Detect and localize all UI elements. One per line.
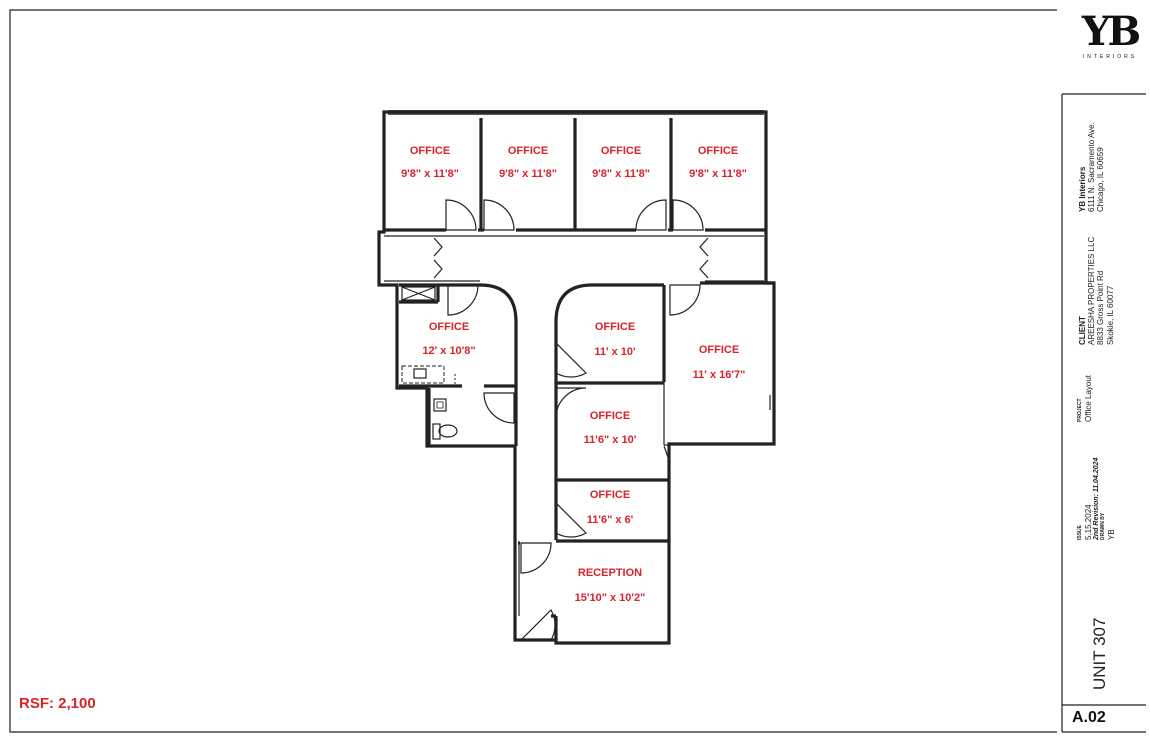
project-block: PROJECT Office Layout — [1077, 375, 1093, 422]
room-size: 9'8" x 11'8" — [401, 168, 459, 180]
room-size: 12' x 10'8" — [422, 345, 475, 357]
room-name: OFFICE — [429, 321, 469, 333]
logo-mark: YB — [1081, 8, 1141, 55]
center-column-wall — [554, 283, 664, 540]
logo: YB INTERIORS — [1074, 8, 1146, 61]
logo-subtitle: INTERIORS — [1082, 54, 1138, 60]
room-name: OFFICE — [699, 344, 739, 356]
room-size: 11'6" x 10' — [584, 434, 637, 446]
counter — [401, 365, 445, 384]
room-name: OFFICE — [508, 145, 548, 157]
room-size: 11' x 10' — [594, 346, 636, 358]
bifold-doors — [433, 237, 709, 279]
client-name: AREESHA PROPERTIES LLC — [1087, 236, 1097, 345]
room-name: OFFICE — [590, 410, 630, 422]
room-name: OFFICE — [601, 145, 641, 157]
lavatory-basin — [436, 401, 444, 409]
corridor-lines — [384, 235, 764, 282]
firm-name: YB Interiors — [1078, 166, 1087, 212]
room-size: 9'8" x 11'8" — [689, 168, 747, 180]
room-labels: OFFICE 9'8" x 11'8" OFFICE 9'8" x 11'8" … — [401, 145, 747, 604]
room-name: OFFICE — [590, 489, 630, 501]
room-size: 15'10" x 10'2" — [575, 592, 646, 604]
sheet-border — [9, 9, 1057, 733]
toilet-tank-icon — [432, 423, 441, 440]
left-office-wall — [399, 283, 518, 446]
client-address-2: Skokie, IL 60077 — [1105, 285, 1115, 345]
client-block: CLIENT AREESHA PROPERTIES LLC 8833 Gross… — [1078, 237, 1115, 345]
room-size: 9'8" x 11'8" — [592, 168, 650, 180]
room-name: RECEPTION — [578, 567, 642, 579]
firm-block: YB Interiors 6111 N. Sacramento Ave. Chi… — [1078, 122, 1106, 212]
room-name: OFFICE — [410, 145, 450, 157]
client-address-1: 8833 Gross Point Rd — [1096, 270, 1106, 345]
room-size: 11'6" x 6' — [587, 514, 634, 526]
firm-address-2: Chicago, IL 60659 — [1096, 147, 1106, 212]
lavatory-icon — [433, 398, 447, 412]
issue-date: 5.15.2024 — [1083, 504, 1093, 540]
room-name: OFFICE — [595, 321, 635, 333]
project-name: Office Layout — [1083, 375, 1093, 422]
toilet-icon — [438, 424, 458, 438]
floor-plan: OFFICE 9'8" x 11'8" OFFICE 9'8" x 11'8" … — [377, 110, 776, 645]
office-small-walls — [663, 382, 771, 478]
client-label: CLIENT — [1078, 316, 1087, 345]
firm-address-1: 6111 N. Sacramento Ave. — [1087, 122, 1097, 212]
title-block-frame — [1061, 93, 1146, 733]
closet-box — [401, 286, 436, 301]
sheet-number: A.02 — [1072, 709, 1106, 726]
sink-icon — [413, 368, 427, 379]
unit-label: UNIT 307 — [1090, 617, 1109, 690]
room-size: 11' x 16'7" — [693, 369, 746, 381]
door-swings — [445, 199, 704, 641]
rsf-label: RSF: 2,100 — [19, 695, 96, 712]
issue-block: ISSUE 5.15.2024 2nd Revision: 11.04.2024… — [1077, 458, 1116, 540]
room-size: 9'8" x 11'8" — [499, 168, 557, 180]
top-office-walls — [384, 118, 766, 232]
drawn-by: YB — [1106, 529, 1116, 540]
room-name: OFFICE — [698, 145, 738, 157]
center-office-walls — [556, 281, 774, 543]
reception-walls — [518, 541, 558, 640]
